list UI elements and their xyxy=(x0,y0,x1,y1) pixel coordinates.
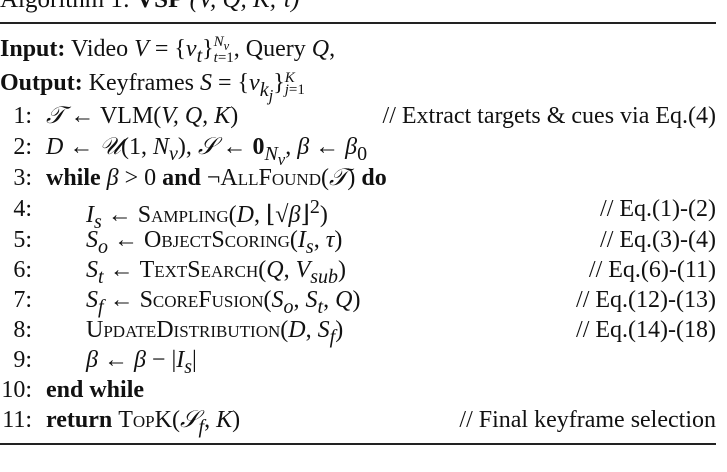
algo-line-4: 4: Is ← Sampling(D, ⌊√β⌋2) // Eq.(1)-(2) xyxy=(0,196,716,233)
algo-line-5: 5: So ← ObjectScoring(Is, τ) // Eq.(3)-(… xyxy=(0,227,716,258)
algo-line-3: 3: while β > 0 and ¬AllFound(𝒯) do xyxy=(0,165,716,195)
line-code: while β > 0 and ¬AllFound(𝒯) do xyxy=(46,165,387,191)
line-code: return TopK(𝒮f, K) xyxy=(46,407,241,438)
line-comment: // Eq.(1)-(2) xyxy=(600,196,716,222)
line-number: 3: xyxy=(13,165,32,191)
output-label: Output: xyxy=(0,70,83,96)
line-number: 1: xyxy=(13,103,32,129)
line-comment: // Eq.(3)-(4) xyxy=(600,227,716,253)
line-code: So ← ObjectScoring(Is, τ) xyxy=(86,227,343,258)
line-code: D ← 𝒰(1, Nv), 𝒮 ← 0Nv, β ← β0 xyxy=(46,134,368,169)
line-code: UpdateDistribution(D, Sf) xyxy=(86,317,344,348)
algorithm-name: VSP xyxy=(136,0,183,13)
line-number: 6: xyxy=(13,257,32,283)
line-number: 8: xyxy=(13,317,32,343)
input-label: Input: xyxy=(0,36,66,62)
line-code: Is ← Sampling(D, ⌊√β⌋2) xyxy=(86,196,328,233)
algo-line-8: 8: UpdateDistribution(D, Sf) // Eq.(14)-… xyxy=(0,317,716,348)
line-number: 11: xyxy=(2,407,32,433)
algorithm-caption: Algorithm 1: VSP (V, Q, K, τ) xyxy=(0,0,299,14)
algo-line-2: 2: D ← 𝒰(1, Nv), 𝒮 ← 0Nv, β ← β0 xyxy=(0,134,716,169)
algo-line-1: 1: 𝒯 ← VLM(V, Q, K) // Extract targets &… xyxy=(0,103,716,133)
algo-line-11: 11: return TopK(𝒮f, K) // Final keyframe… xyxy=(0,407,716,438)
line-number: 4: xyxy=(13,196,32,222)
line-number: 9: xyxy=(13,347,32,373)
algo-line-6: 6: St ← TextSearch(Q, Vsub) // Eq.(6)-(1… xyxy=(0,257,716,288)
bottom-rule xyxy=(0,443,716,445)
line-code: 𝒯 ← VLM(V, Q, K) xyxy=(46,103,239,129)
algo-line-7: 7: Sf ← ScoreFusion(So, St, Q) // Eq.(12… xyxy=(0,287,716,318)
line-comment: // Eq.(14)-(18) xyxy=(576,317,716,343)
line-comment: // Eq.(6)-(11) xyxy=(588,257,716,283)
line-code: β ← β − |Is| xyxy=(86,347,197,378)
line-number: 7: xyxy=(13,287,32,313)
algo-line-9: 9: β ← β − |Is| xyxy=(0,347,716,378)
algorithm-args: (V, Q, K, τ) xyxy=(190,0,300,13)
line-number: 10: xyxy=(1,377,32,403)
caption-prefix: Algorithm 1: xyxy=(0,0,130,13)
top-rule xyxy=(0,22,716,24)
line-code: St ← TextSearch(Q, Vsub) xyxy=(86,257,347,288)
line-number: 5: xyxy=(13,227,32,253)
line-comment: // Eq.(12)-(13) xyxy=(576,287,716,313)
algo-line-10: 10: end while xyxy=(0,377,716,407)
line-comment: // Final keyframe selection xyxy=(459,407,716,433)
line-number: 2: xyxy=(13,134,32,160)
line-code: end while xyxy=(46,377,145,403)
line-comment: // Extract targets & cues via Eq.(4) xyxy=(382,103,716,129)
line-code: Sf ← ScoreFusion(So, St, Q) xyxy=(86,287,361,318)
